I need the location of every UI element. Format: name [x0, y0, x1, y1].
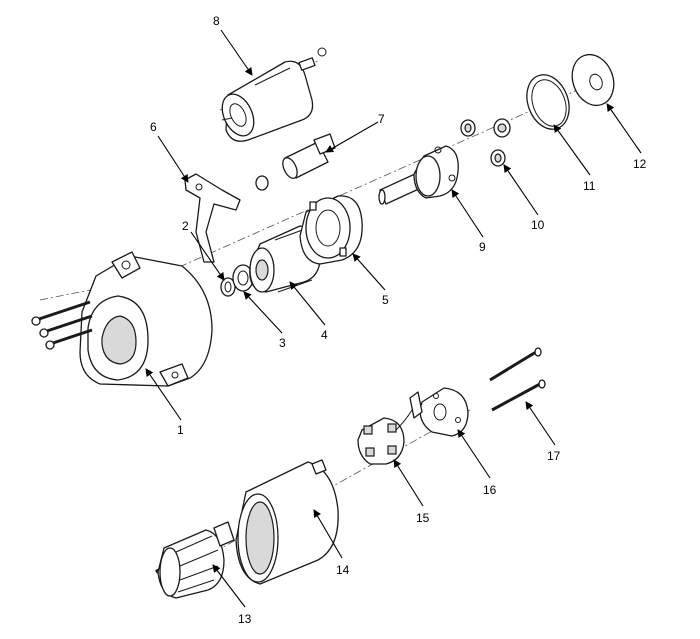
leader-4: [289, 281, 326, 326]
leader-7: [325, 121, 379, 153]
callout-3: 3: [279, 336, 286, 350]
leader-6: [157, 135, 189, 183]
leader-1: [145, 368, 182, 421]
plunger: [255, 133, 336, 191]
internal-gear-ring: [526, 74, 570, 130]
callout-17: 17: [547, 449, 561, 463]
solenoid-switch: [221, 47, 327, 142]
leader-9: [451, 189, 484, 238]
callout-7: 7: [378, 112, 385, 126]
callout-6: 6: [150, 120, 157, 134]
leader-3: [243, 291, 283, 334]
stop-ring: [220, 277, 236, 297]
callout-10: 10: [531, 218, 545, 232]
planet-carrier-shaft: [378, 145, 459, 205]
lever-fork: [184, 173, 241, 263]
callout-5: 5: [382, 293, 389, 307]
leader-13: [212, 564, 246, 608]
callout-14: 14: [336, 563, 350, 577]
callout-labels: 1 2 3 4 5 6 7 8 9 10 11 12 13 14 15 16 1…: [150, 14, 647, 626]
housing-bolts: [31, 300, 93, 350]
callout-4: 4: [321, 328, 328, 342]
leader-lines: [145, 29, 642, 608]
yoke: [235, 459, 339, 585]
callout-13: 13: [238, 612, 252, 626]
brush-holder: [357, 409, 413, 465]
leader-8: [220, 29, 253, 76]
leader-16: [457, 429, 491, 479]
callout-9: 9: [479, 240, 486, 254]
leader-2: [190, 231, 225, 281]
callout-1: 1: [177, 423, 184, 437]
callout-11: 11: [583, 179, 596, 193]
callout-15: 15: [416, 511, 430, 525]
rear-bracket: [409, 387, 469, 437]
callout-2: 2: [182, 219, 189, 233]
leader-11: [553, 124, 591, 176]
callout-8: 8: [213, 14, 220, 28]
callout-16: 16: [483, 483, 497, 497]
leader-5: [352, 253, 386, 291]
callout-12: 12: [633, 157, 647, 171]
leader-15: [393, 459, 424, 507]
front-housing: [31, 251, 213, 387]
gear-cover: [571, 53, 615, 107]
planet-gears: [460, 118, 511, 167]
through-bolts: [489, 347, 546, 412]
leader-14: [313, 509, 343, 559]
armature: [155, 521, 235, 599]
leader-17: [525, 401, 556, 446]
leader-10: [503, 164, 539, 216]
leader-12: [606, 103, 642, 154]
reduction-gear-housing: [299, 195, 363, 265]
